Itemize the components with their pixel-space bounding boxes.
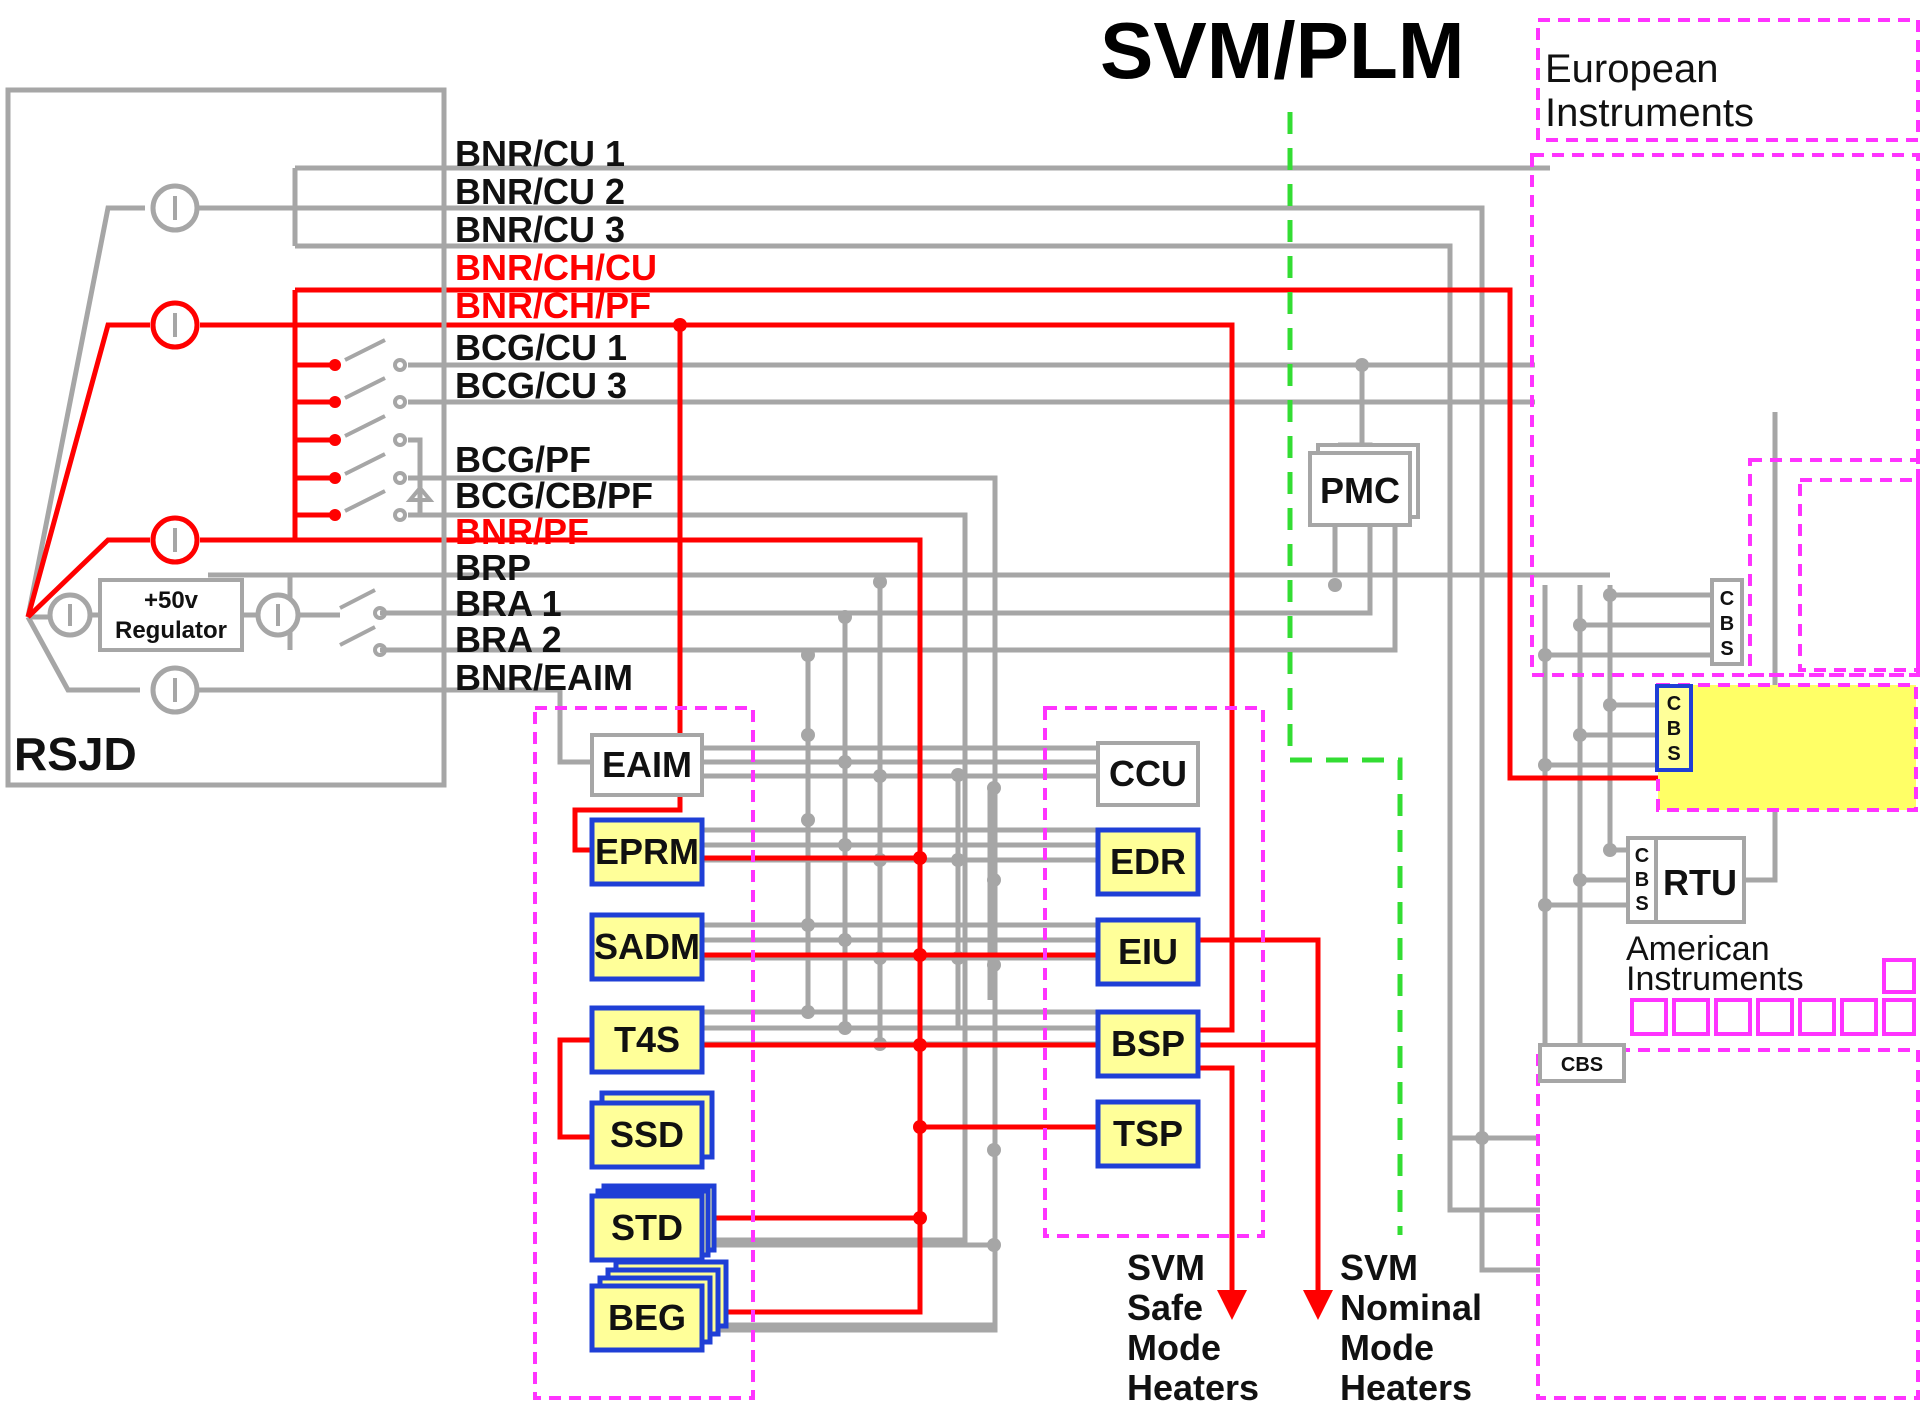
cbs-lower: CBS <box>1538 1043 1626 1083</box>
svg-text:Heaters: Heaters <box>1127 1367 1259 1408</box>
bus-label: BRA 2 <box>455 619 562 660</box>
unit-t4s: T4S <box>589 1005 705 1075</box>
svg-text:BSP: BSP <box>1111 1023 1185 1064</box>
instrument-block-c <box>1798 478 1920 672</box>
svg-text:EPRM: EPRM <box>595 831 699 872</box>
american-instruments-line2: Instruments <box>1626 960 1804 998</box>
svg-text:SVM: SVM <box>1127 1247 1205 1288</box>
heater-arrows <box>1217 1270 1333 1320</box>
rtu-unit: C B S RTU <box>1626 836 1746 924</box>
bus-label: BRA 1 <box>455 583 562 624</box>
bus-label: BRP <box>455 547 531 588</box>
cbs-yellow: C B S <box>1655 684 1693 772</box>
yellow-instrument-block <box>1656 683 1918 812</box>
lower-instrument-block <box>1536 1048 1920 1400</box>
svg-text:CCU: CCU <box>1109 753 1187 794</box>
svg-text:CBS: CBS <box>1561 1054 1603 1076</box>
svg-text:S: S <box>1720 638 1733 660</box>
pmc-label: PMC <box>1320 470 1400 511</box>
svg-text:EAIM: EAIM <box>602 744 692 785</box>
european-instruments-line1: European <box>1545 47 1718 91</box>
svg-text:EDR: EDR <box>1110 841 1186 882</box>
svg-text:RTU: RTU <box>1663 862 1737 903</box>
svg-text:SSD: SSD <box>610 1114 684 1155</box>
svg-text:C: C <box>1667 693 1681 715</box>
bus-label: BNR/CH/CU <box>455 247 657 288</box>
svg-text:TSP: TSP <box>1113 1113 1183 1154</box>
unit-eaim: EAIM <box>590 733 704 797</box>
svg-text:EIU: EIU <box>1118 931 1178 972</box>
bus-label: BNR/CH/PF <box>455 285 651 326</box>
right-unit-group <box>1043 706 1265 1238</box>
svg-text:B: B <box>1635 869 1649 891</box>
left-unit-group <box>533 706 755 1400</box>
grey-wiring <box>25 165 1778 1333</box>
unit-sadm: SADM <box>589 912 705 982</box>
svg-text:Heaters: Heaters <box>1340 1367 1472 1408</box>
bus-label: BNR/PF <box>455 511 589 552</box>
unit-ssd: SSD <box>589 1090 715 1170</box>
svg-text:Nominal: Nominal <box>1340 1287 1482 1328</box>
rsjd-box <box>5 87 447 788</box>
unit-tsp: TSP <box>1095 1099 1201 1169</box>
unit-eiu: EIU <box>1095 917 1201 987</box>
cbs-upper: C B S <box>1710 578 1744 666</box>
section-title: SVM/PLM <box>1100 6 1464 95</box>
svg-text:C: C <box>1720 588 1734 610</box>
upper-instrument-block <box>1530 153 1920 677</box>
unit-eprm: EPRM <box>589 817 705 887</box>
european-instruments-group <box>1536 18 1920 142</box>
pmc-box <box>1308 451 1412 527</box>
svg-text:B: B <box>1720 613 1734 635</box>
nominal-mode-heaters-label: SVM Nominal Mode Heaters <box>1340 1247 1482 1408</box>
american-instruments-line1: American <box>1626 930 1770 968</box>
svg-text:C: C <box>1635 845 1649 867</box>
bus-label: BCG/CU 3 <box>455 365 627 406</box>
svg-text:SADM: SADM <box>594 926 700 967</box>
svg-text:T4S: T4S <box>614 1019 680 1060</box>
bus-label: BCG/CU 1 <box>455 327 627 368</box>
bus-label: BNR/CU 3 <box>455 209 625 250</box>
red-junctions <box>329 318 927 1225</box>
regulator-box <box>98 578 244 652</box>
bus-label: BNR/CU 2 <box>455 171 625 212</box>
regulator-line1: +50v <box>144 587 199 614</box>
svg-text:SVM: SVM <box>1340 1247 1418 1288</box>
svg-text:STD: STD <box>611 1207 683 1248</box>
svg-text:S: S <box>1667 743 1680 765</box>
svm-plm-divider <box>1287 112 1403 1235</box>
unit-beg: BEG <box>589 1259 729 1353</box>
svg-text:S: S <box>1635 893 1648 915</box>
grey-junctions <box>801 358 1617 1252</box>
svg-text:Mode: Mode <box>1340 1327 1434 1368</box>
rsjd-label: RSJD <box>14 728 137 780</box>
bus-label: BNR/EAIM <box>455 657 633 698</box>
right-units: CCU EDR EIU BSP TSP <box>1095 741 1201 1169</box>
bus-labels: BNR/CU 1 BNR/CU 2 BNR/CU 3 BNR/CH/CU BNR… <box>455 133 657 698</box>
svg-text:Safe: Safe <box>1127 1287 1203 1328</box>
instrument-groups <box>533 18 1920 1400</box>
unit-bsp: BSP <box>1095 1009 1201 1079</box>
heater-wiring <box>25 287 1665 1315</box>
safe-mode-heaters-label: SVM Safe Mode Heaters <box>1127 1247 1259 1408</box>
unit-ccu: CCU <box>1096 741 1200 807</box>
regulator-line2: Regulator <box>115 617 227 644</box>
svg-text:B: B <box>1667 718 1681 740</box>
unit-std: STD <box>589 1183 717 1263</box>
svg-text:Mode: Mode <box>1127 1327 1221 1368</box>
svg-text:BEG: BEG <box>608 1297 686 1338</box>
unit-edr: EDR <box>1095 827 1201 897</box>
instrument-block-b <box>1748 458 1920 677</box>
european-instruments-line2: Instruments <box>1545 91 1754 135</box>
bus-label: BCG/CB/PF <box>455 475 653 516</box>
bus-label: BNR/CU 1 <box>455 133 625 174</box>
current-sensor-icons <box>47 183 301 715</box>
american-instrument-cells <box>1630 958 1916 1036</box>
bus-label: BCG/PF <box>455 439 591 480</box>
switch-bank <box>339 338 435 657</box>
left-units: EAIM EPRM SADM T4S SSD STD <box>589 733 729 1353</box>
